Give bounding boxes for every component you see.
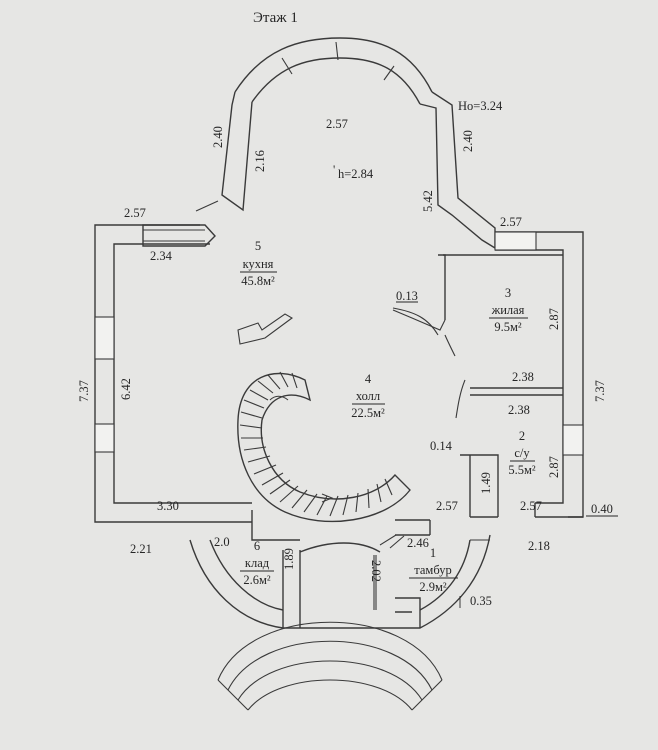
dim-label: 2.46 [407, 536, 429, 550]
dimensions: 2.57 2.40 2.16 2.40 5.42 2.57 2.34 2.57 … [77, 117, 618, 608]
lower-bay-outer [189, 534, 491, 629]
dim-label: 2.57 [500, 215, 522, 229]
room-area: 2.9м² [419, 580, 447, 594]
dim-label: 0.13 [396, 289, 418, 303]
dim-label: 5.42 [421, 190, 435, 212]
dim-label: 2.02 [369, 560, 383, 582]
dim-label: 7.37 [77, 380, 91, 402]
upper-left-window [142, 224, 216, 247]
dim-label: 2.40 [211, 126, 225, 148]
height-mark: ' [333, 163, 335, 177]
dim-label: 2.87 [547, 308, 561, 330]
right-window [562, 424, 584, 456]
ceiling-height-outer: Ho=3.24 [458, 99, 503, 113]
room-number: 5 [255, 239, 261, 253]
room-name: клад [245, 556, 270, 570]
room-area: 2.6м² [243, 573, 271, 587]
dim-label: 2.57 [326, 117, 348, 131]
room-number: 6 [254, 539, 260, 553]
left-window-2 [94, 423, 115, 453]
dim-label: 1.89 [282, 548, 296, 570]
walls [94, 37, 584, 711]
floor-title: Этаж 1 [253, 10, 298, 26]
ceiling-height-inner: h=2.84 [338, 167, 374, 181]
dim-label: 2.21 [130, 542, 152, 556]
room-number: 4 [365, 372, 372, 386]
room-name: кухня [243, 257, 274, 271]
room-name: жилая [491, 303, 525, 317]
bay-arch-inner [251, 57, 421, 105]
dim-label: 1.49 [479, 472, 493, 494]
dim-label: 7.37 [593, 380, 607, 402]
left-window [94, 316, 115, 360]
dim-label: 2.38 [508, 403, 530, 417]
spiral-stair-outer [237, 372, 411, 523]
room-area: 45.8м² [241, 274, 275, 288]
dim-label: 2.0 [214, 535, 230, 549]
left-wall-outer [94, 224, 212, 523]
room-kitchen: 5 кухня 45.8м² [240, 239, 277, 288]
room-vestibule: 1 тамбур 2.9м² [409, 546, 458, 594]
dim-label: 0.35 [470, 594, 492, 608]
room-living: 3 жилая 9.5м² [489, 286, 528, 334]
dim-label: 2.18 [528, 539, 550, 553]
dim-label: 2.38 [512, 370, 534, 384]
dim-label: 2.57 [436, 499, 458, 513]
room-name: с/у [514, 446, 530, 460]
room-storage: 6 клад 2.6м² [240, 539, 274, 587]
dim-label: 2.57 [124, 206, 146, 220]
room-area: 22.5м² [351, 406, 385, 420]
dim-label: 6.42 [119, 378, 133, 400]
room-bathroom: 2 с/у 5.5м² [508, 429, 536, 477]
room-area: 5.5м² [508, 463, 536, 477]
dim-label: 2.87 [547, 456, 561, 478]
bay-right-wall [419, 91, 496, 249]
stair-treads [239, 371, 393, 517]
room-hall: 4 холл 22.5м² [351, 372, 385, 420]
dim-label: 0.14 [430, 439, 453, 453]
dim-label: 2.34 [150, 249, 173, 263]
top-right-window [494, 231, 537, 251]
dim-label: 2.57 [520, 499, 542, 513]
lower-bay-inner [209, 539, 471, 611]
room-number: 1 [430, 546, 436, 560]
room-area: 9.5м² [494, 320, 522, 334]
dim-label: 2.40 [461, 130, 475, 152]
bay-arch-outer [234, 37, 433, 93]
room-number: 3 [505, 286, 511, 300]
kitchen-counter [237, 313, 294, 345]
dim-label: 0.40 [591, 502, 613, 516]
left-wall-inner [113, 243, 212, 504]
room-name: холл [356, 389, 380, 403]
dim-label: 3.30 [157, 499, 179, 513]
room-number: 2 [519, 429, 525, 443]
dim-label: 2.16 [253, 150, 267, 172]
bay-left-wall [221, 91, 253, 212]
room-name: тамбур [414, 563, 451, 577]
